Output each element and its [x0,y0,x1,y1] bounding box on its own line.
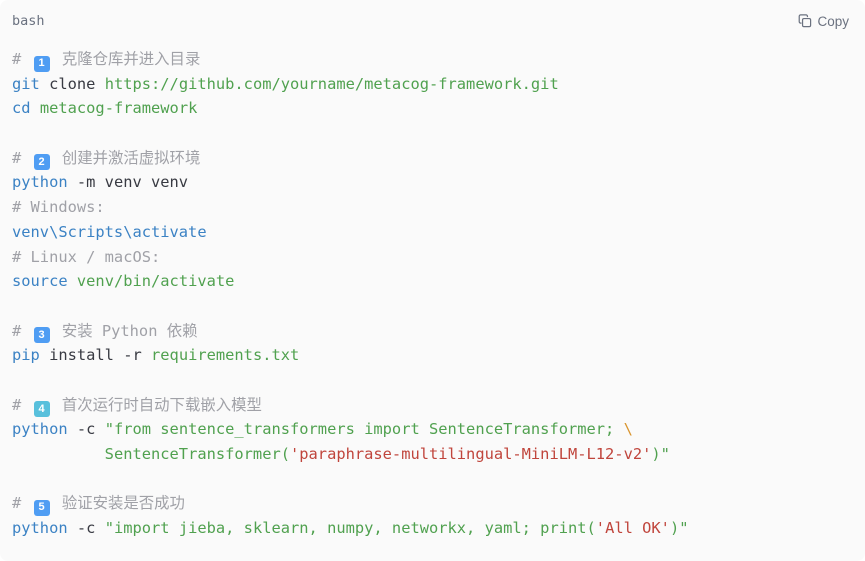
code-line [12,294,851,319]
code-token: pip [12,346,40,365]
code-token: )" [651,445,670,463]
code-token: install -r [39,346,152,365]
code-line: git clone https://github.com/yourname/me… [12,72,851,97]
code-token: venv/bin/activate [76,272,235,291]
code-token: 克隆仓库并进入目录 [52,50,201,68]
code-token: metacog-framework [39,99,198,118]
code-token: # [12,148,31,167]
code-token: # Windows: [12,198,105,217]
language-label: bash [12,13,45,29]
copy-icon [798,14,812,28]
code-line: # 3 安装 Python 依赖 [12,319,851,344]
code-token: -c [67,420,105,439]
step-badge: 4 [33,401,50,418]
code-token: 创建并激活虚拟环境 [52,148,201,167]
step-badge: 5 [33,499,50,516]
code-token: clone [39,74,105,93]
code-token: source [12,272,68,291]
code-line: # 4 首次运行时自动下载嵌入模型 [12,393,851,418]
code-line: venv\Scripts\activate [12,220,851,245]
copy-button[interactable]: Copy [796,12,851,31]
code-token: SentenceTransformer( [104,445,290,463]
code-line: # 1 克隆仓库并进入目录 [12,47,851,72]
code-line [12,368,851,393]
code-line: # Windows: [12,195,851,220]
code-line: cd metacog-framework [12,96,851,121]
code-line: # Linux / macOS: [12,245,851,270]
code-token: "import jieba, sklearn, numpy, networkx,… [104,519,596,538]
step-badge: 1 [33,55,50,72]
code-token: cd [12,99,31,118]
code-token: 验证安装是否成功 [52,494,185,513]
code-token: 首次运行时自动下载嵌入模型 [52,395,262,414]
step-badge: 3 [33,327,50,344]
code-line: python -m venv venv [12,170,851,195]
code-token: python [12,173,68,192]
code-token [68,272,77,290]
code-token: python [12,420,68,439]
code-line: python -c "import jieba, sklearn, numpy,… [12,516,851,541]
code-token: git [12,74,40,93]
code-token: "from sentence_transformers import Sente… [104,420,624,439]
code-token: venv\Scripts\activate [12,222,207,241]
code-token: 'paraphrase-multilingual-MiniLM-L12-v2' [290,445,652,463]
code-token: https://github.com/yourname/metacog-fram… [104,74,559,93]
code-line: SentenceTransformer('paraphrase-multilin… [12,442,851,467]
code-token: # [12,395,31,414]
code-line: pip install -r requirements.txt [12,343,851,368]
code-token: requirements.txt [151,346,300,365]
code-token: -m venv venv [67,173,189,192]
code-token: # [12,321,31,340]
code-token: # [12,494,31,513]
code-header: bash Copy [12,10,851,32]
code-token: python [12,519,68,538]
code-token: # [12,50,31,68]
code-token: # Linux / macOS: [12,247,161,266]
code-token: 安装 Python 依赖 [52,321,198,340]
step-badge: 2 [33,154,50,171]
code-line: # 5 验证安装是否成功 [12,491,851,516]
code-token: \ [623,420,633,439]
code-token [12,445,105,463]
copy-button-label: Copy [817,13,849,29]
code-token: )" [669,519,689,538]
code-token [31,99,40,117]
code-line: python -c "from sentence_transformers im… [12,417,851,442]
code-token: 'All OK' [595,519,670,538]
code-line: source venv/bin/activate [12,269,851,294]
code-token: -c [67,519,105,538]
code-line [12,467,851,492]
code-line [12,121,851,146]
code-line: # 2 创建并激活虚拟环境 [12,146,851,171]
